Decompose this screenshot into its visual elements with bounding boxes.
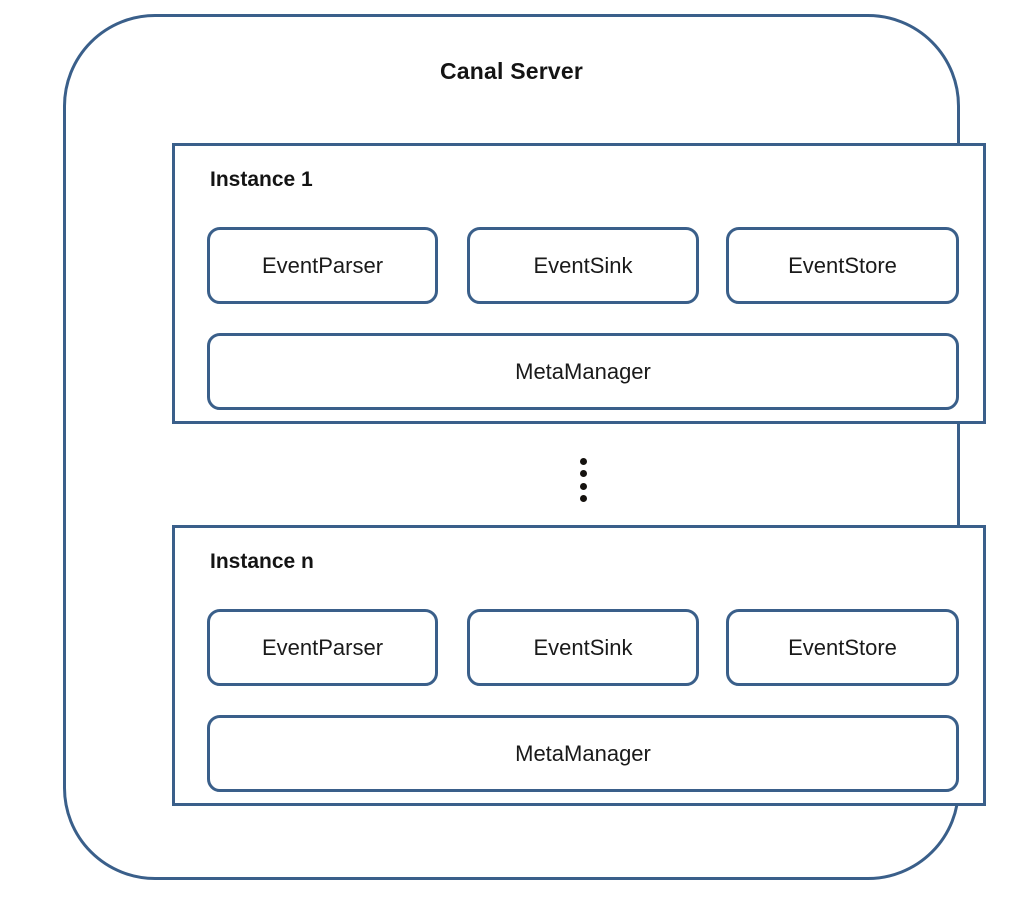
component-box-eventsink-n: EventSink — [467, 609, 699, 686]
component-box-eventsink-1: EventSink — [467, 227, 699, 304]
component-row-1: EventParser EventSink EventStore — [207, 227, 959, 304]
component-box-eventparser-1: EventParser — [207, 227, 438, 304]
canal-server-container: Canal Server Instance 1 EventParser Even… — [63, 14, 986, 880]
instance-panel-1: Instance 1 EventParser EventSink EventSt… — [172, 143, 986, 424]
component-box-metamanager-1: MetaManager — [207, 333, 959, 410]
instance-label-n: Instance n — [210, 550, 314, 573]
component-row-n: EventParser EventSink EventStore — [207, 609, 959, 686]
canal-server-title: Canal Server — [439, 58, 584, 84]
ellipsis-dot — [579, 458, 587, 465]
instance-panel-n: Instance n EventParser EventSink EventSt… — [172, 525, 986, 806]
ellipsis-dot — [579, 494, 587, 502]
component-box-eventparser-n: EventParser — [207, 609, 438, 686]
component-box-metamanager-n: MetaManager — [207, 715, 959, 792]
component-box-eventstore-n: EventStore — [726, 609, 959, 686]
component-box-eventstore-1: EventStore — [726, 227, 959, 304]
ellipsis-dot — [579, 482, 587, 490]
ellipsis-dot — [579, 470, 587, 478]
instance-label-1: Instance 1 — [210, 168, 313, 191]
vertical-ellipsis-icon — [575, 458, 591, 502]
